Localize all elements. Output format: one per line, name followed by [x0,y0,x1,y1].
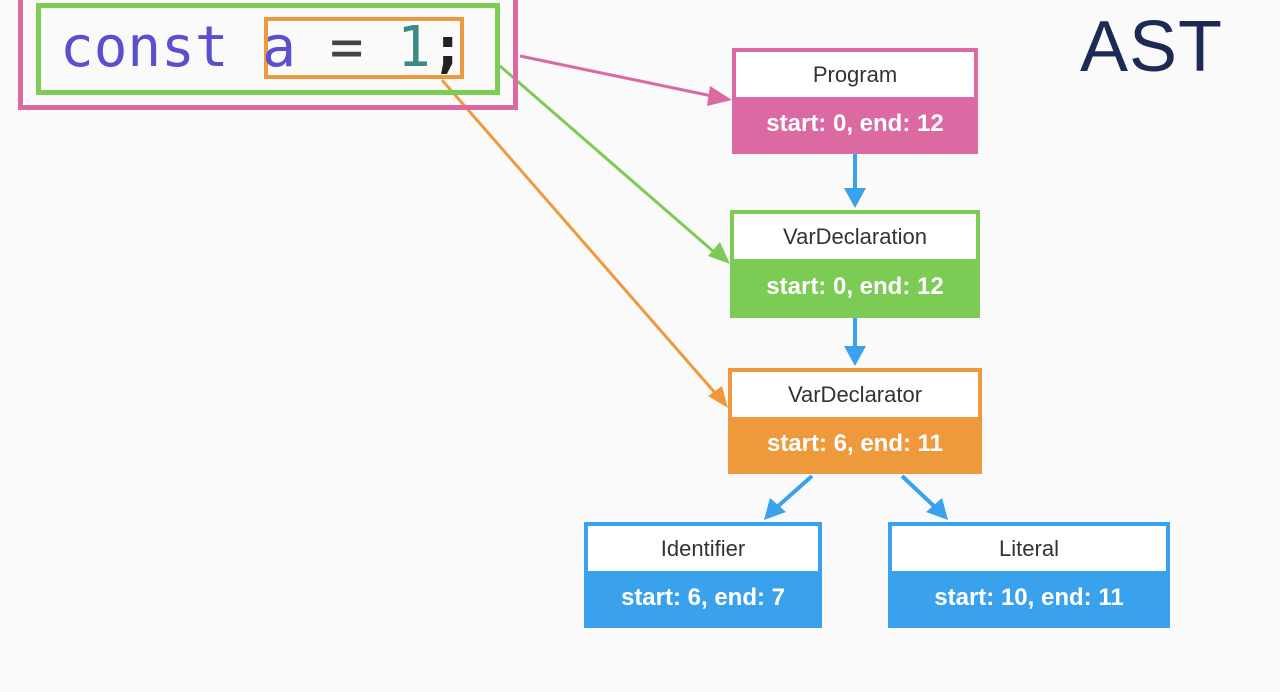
code-keyword: const [60,15,229,80]
node-type-label: VarDeclaration [734,214,976,259]
declaration-span-highlight [36,3,500,95]
node-range-label: start: 6, end: 11 [732,417,978,470]
source-code: const a = 1; [60,18,465,78]
edge-vardeclarator-to-literal-head [926,498,948,520]
arrow-code-to-program [519,54,713,98]
node-type-label: Program [736,52,974,97]
program-span-highlight [18,0,518,110]
node-program: Program start: 0, end: 12 [732,48,978,154]
node-var-declarator: VarDeclarator start: 6, end: 11 [728,368,982,474]
declarator-span-highlight [264,17,464,79]
code-terminator: ; [430,15,465,80]
node-literal: Literal start: 10, end: 11 [888,522,1170,628]
code-identifier: a [262,15,297,80]
edge-vardeclarator-to-identifier [774,474,814,510]
edge-vardeclarator-to-identifier-head [764,498,786,520]
diagram-title: AST [1080,7,1224,87]
arrow-code-to-program-head [707,86,732,106]
code-literal: 1 [397,15,431,80]
arrow-code-to-vardeclaration [499,64,715,254]
edge-program-to-vardeclaration-head [844,188,866,208]
node-range-label: start: 6, end: 7 [588,571,818,624]
arrow-code-to-vardeclarator [440,79,718,395]
node-type-label: Literal [892,526,1166,571]
code-operator: = [329,15,364,80]
node-range-label: start: 0, end: 12 [736,97,974,150]
node-type-label: Identifier [588,526,818,571]
edge-vardeclaration-to-vardeclarator-head [844,346,866,366]
node-range-label: start: 10, end: 11 [892,571,1166,624]
node-identifier: Identifier start: 6, end: 7 [584,522,822,628]
edge-vardeclarator-to-literal [900,474,938,510]
arrow-code-to-vardeclaration-head [708,242,730,264]
node-var-declaration: VarDeclaration start: 0, end: 12 [730,210,980,318]
arrow-code-to-vardeclarator-head [708,386,728,408]
node-type-label: VarDeclarator [732,372,978,417]
node-range-label: start: 0, end: 12 [734,259,976,314]
